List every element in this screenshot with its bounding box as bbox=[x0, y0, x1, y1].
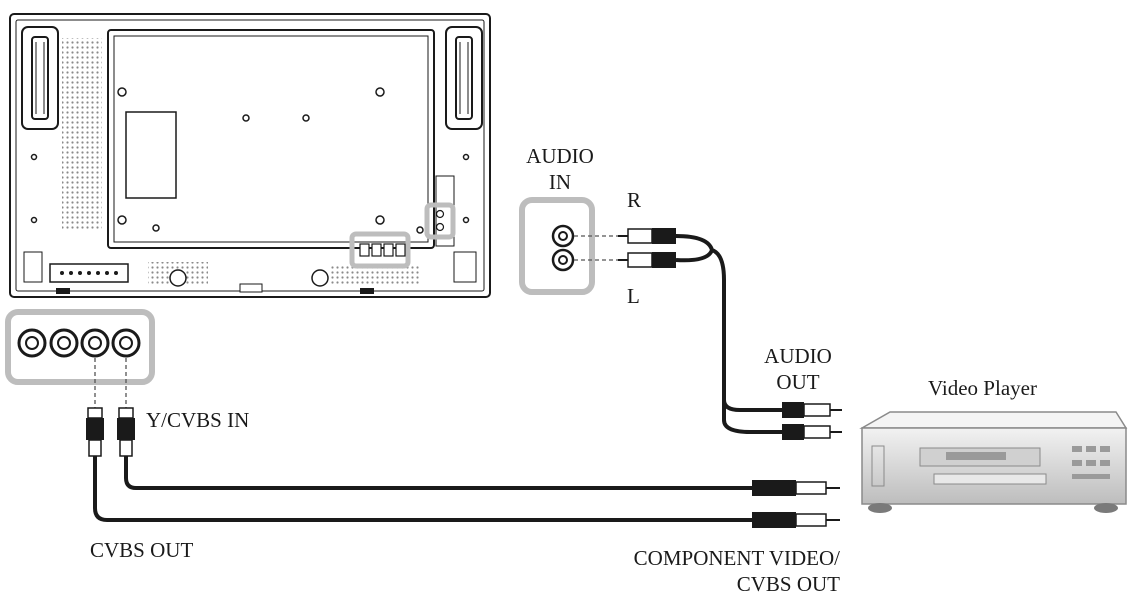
audio-out-label-line1: AUDIO bbox=[764, 344, 832, 368]
audio-jack-l bbox=[551, 248, 575, 272]
left-handle bbox=[21, 26, 59, 130]
audio-jack-r bbox=[551, 224, 575, 248]
audio-cable bbox=[675, 234, 782, 434]
video-plug-upper bbox=[752, 480, 840, 496]
video-player-device bbox=[859, 411, 1128, 513]
right-handle bbox=[445, 26, 483, 130]
audio-out-plug-upper bbox=[782, 402, 842, 418]
audio-plug-l bbox=[618, 252, 676, 268]
audio-in-label-line1: AUDIO bbox=[526, 144, 594, 168]
monitor-rear-panel bbox=[9, 13, 491, 298]
bnc-jack-2 bbox=[49, 328, 79, 358]
channel-l-label: L bbox=[627, 284, 640, 308]
audio-plug-r bbox=[618, 228, 676, 244]
cvbs-out-label: CVBS OUT bbox=[90, 538, 194, 562]
port-strip bbox=[23, 251, 477, 294]
audio-in-panel bbox=[519, 197, 595, 295]
bnc-jack-1 bbox=[17, 328, 47, 358]
audio-out-plug-lower bbox=[782, 424, 842, 440]
cvbs-cable bbox=[93, 456, 752, 522]
y-cvbs-in-label: Y/CVBS IN bbox=[146, 408, 250, 432]
audio-leader-lines bbox=[574, 235, 620, 261]
bnc-input-panel bbox=[5, 309, 155, 385]
inner-plate bbox=[107, 29, 435, 249]
bnc-jack-4 bbox=[111, 328, 141, 358]
monitor-bnc-highlight bbox=[349, 231, 411, 269]
bnc-jack-3 bbox=[80, 328, 110, 358]
monitor-audio-highlight bbox=[424, 202, 456, 240]
y-cvbs-cable bbox=[124, 456, 752, 490]
screws bbox=[30, 87, 470, 234]
bnc-plug-y-cvbs bbox=[117, 407, 135, 457]
audio-out-label-line2: OUT bbox=[776, 370, 820, 394]
video-plug-lower bbox=[752, 512, 840, 528]
channel-r-label: R bbox=[627, 188, 642, 212]
bnc-leader-lines bbox=[94, 358, 127, 408]
bnc-plug-cvbs bbox=[86, 407, 104, 457]
component-label-line2: CVBS OUT bbox=[736, 572, 840, 596]
component-label-line1: COMPONENT VIDEO/ bbox=[633, 546, 840, 570]
audio-in-label-line2: IN bbox=[548, 170, 572, 194]
video-player-label: Video Player bbox=[928, 376, 1037, 400]
